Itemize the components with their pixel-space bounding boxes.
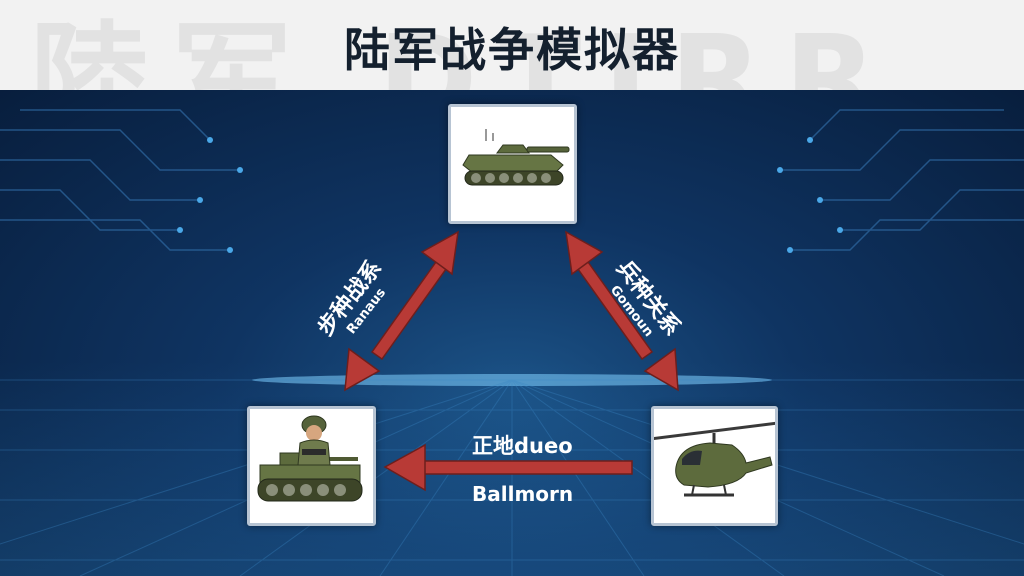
arrow-bottom-left: [383, 443, 633, 492]
node-infantry: [247, 406, 376, 526]
helicopter-icon: [654, 421, 775, 497]
arrow-left-double: [344, 230, 459, 392]
tank-icon: [462, 129, 570, 186]
arrow-right-double: [565, 230, 679, 392]
page-title: 陆军战争模拟器: [344, 23, 680, 77]
node-tank: [448, 104, 577, 224]
relationship-arrows: [344, 230, 679, 492]
edge-bottom-label-main: 正地dueo: [472, 434, 573, 458]
infantry-tank-icon: [257, 415, 363, 502]
header: 陸军 DTIRR 陆军战争模拟器: [0, 0, 1024, 90]
diagram-stage: 步种战系 Ranaus 兵种关系 Gomoun 正地dueo Ballmorn: [0, 90, 1024, 576]
header-watermark: 陸军 DTIRR: [30, 11, 899, 90]
node-helicopter: [651, 406, 778, 526]
edge-bottom-label-sub: Ballmorn: [472, 482, 574, 506]
